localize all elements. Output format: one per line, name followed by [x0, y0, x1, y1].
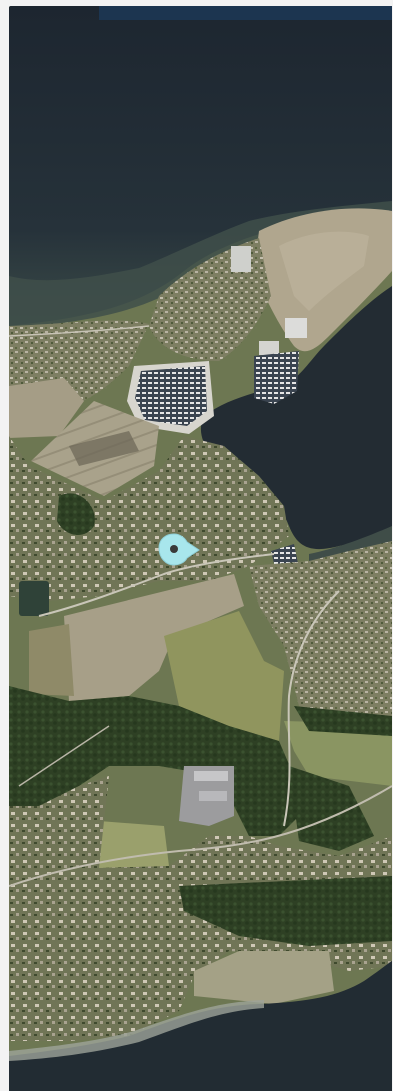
road-south	[9, 785, 392, 887]
field-small-west	[29, 624, 74, 696]
field-large	[64, 574, 244, 701]
building-block	[231, 246, 251, 272]
field-south	[99, 821, 169, 868]
wood-patch	[57, 493, 95, 536]
south-beach	[9, 1000, 264, 1061]
building-white	[285, 318, 307, 338]
pond	[19, 581, 49, 616]
forest-east	[294, 706, 392, 736]
deep-water-strip	[99, 6, 392, 20]
forest-southeast	[289, 766, 374, 851]
forest-belt	[9, 686, 299, 836]
field-nw	[9, 378, 84, 438]
fjord-water-north	[9, 6, 392, 326]
road-diagonal	[18, 725, 110, 787]
bay-water-east	[200, 286, 392, 550]
location-pin-icon[interactable]	[158, 533, 200, 566]
building-white-2	[259, 341, 279, 355]
field-green-east	[284, 721, 392, 786]
marina-boats-west	[135, 366, 207, 426]
campus-roof-2	[199, 791, 227, 801]
marina-east	[254, 351, 299, 404]
road-east-curve	[283, 590, 340, 827]
campus-roof-1	[194, 771, 228, 781]
east-residential	[249, 541, 392, 716]
field-dark-strip	[69, 431, 139, 466]
sand-patch	[279, 231, 369, 311]
field-green	[164, 611, 284, 741]
central-residential	[9, 436, 289, 601]
satellite-map[interactable]	[9, 6, 392, 1091]
location-pin-dot	[170, 545, 178, 553]
forest-south	[179, 876, 392, 946]
fjord-water-south	[9, 961, 392, 1091]
road-north	[9, 325, 150, 337]
field-coast	[194, 951, 334, 1004]
road-main-west	[38, 553, 275, 617]
